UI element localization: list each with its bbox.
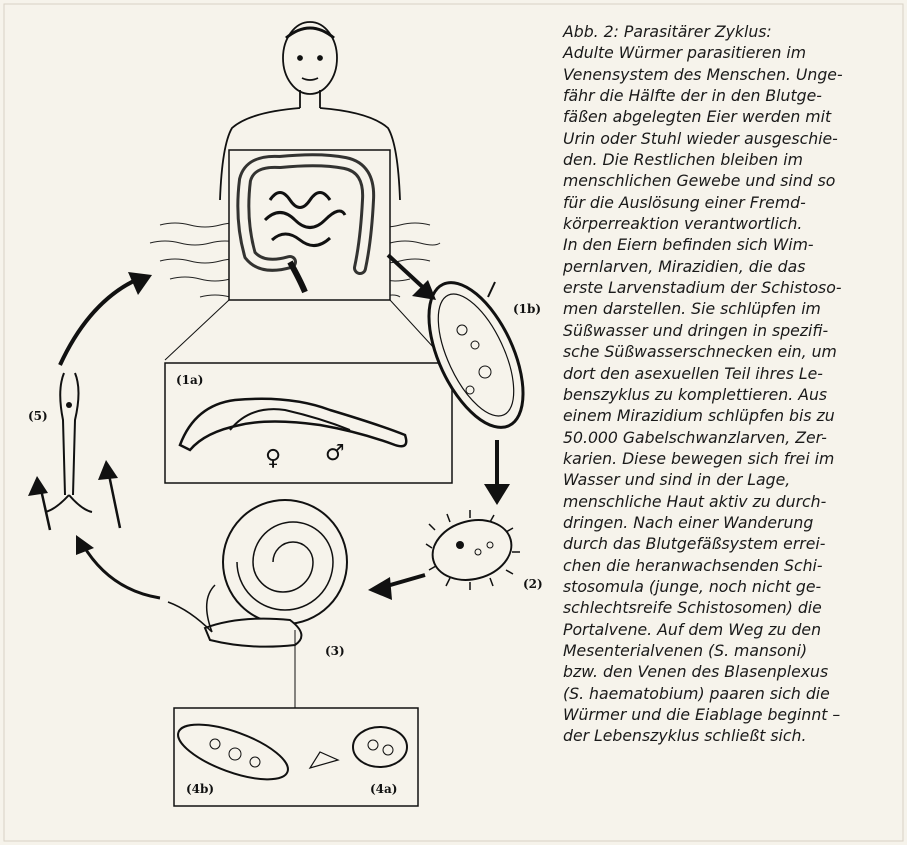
caption-line: Abb. 2: Parasitärer Zyklus: — [563, 21, 901, 42]
caption-line: schlechtsreife Schistosomen) die — [563, 597, 901, 618]
caption-line: menschliche Haut aktiv zu durch- — [563, 491, 901, 512]
label-4a: (4a) — [370, 782, 397, 796]
caption-line: In den Eiern befinden sich Wim- — [563, 234, 901, 255]
arrow-to-cercaria — [83, 545, 160, 598]
caption-line: Mesenterialvenen (S. mansoni) — [563, 640, 901, 661]
caption-line: 50.000 Gabelschwanzlarven, Zer- — [563, 427, 901, 448]
figure-caption: Abb. 2: Parasitärer Zyklus: Adulte Würme… — [563, 21, 901, 747]
caption-line: (S. haematobium) paaren sich die — [563, 683, 901, 704]
caption-line: dringen. Nach einer Wanderung — [563, 512, 901, 533]
caption-line: fähr die Hälfte der in den Blutge- — [563, 85, 901, 106]
intestine-panel — [229, 150, 390, 300]
caption-line: für die Auslösung einer Fremd- — [563, 192, 901, 213]
caption-line: menschlichen Gewebe und sind so — [563, 170, 901, 191]
caption-line: sche Süßwasserschnecken ein, um — [563, 341, 901, 362]
caption-line: dort den asexuellen Teil ihres Le- — [563, 363, 901, 384]
inset-1a-adult-worms: (1a) ♀ ♂ — [165, 363, 452, 483]
caption-line: stosomula (junge, noch nicht ge- — [563, 576, 901, 597]
caption-line: Würmer und die Eiablage beginnt – — [563, 704, 901, 725]
label-3: (3) — [325, 644, 345, 658]
caption-line: bzw. den Venen des Blasenplexus — [563, 661, 901, 682]
label-4b: (4b) — [186, 782, 214, 796]
caption-line: körperreaktion verantwortlich. — [563, 213, 901, 234]
snail-3: (3) — [168, 500, 347, 708]
label-1a: (1a) — [176, 373, 203, 387]
caption-line: pernlarven, Mirazidien, die das — [563, 256, 901, 277]
caption-line: fäßen abgelegten Eier werden mit — [563, 106, 901, 127]
inset-4-sporocysts: (4b) (4a) — [172, 708, 418, 806]
caption-line: chen die heranwachsenden Schi- — [563, 555, 901, 576]
label-1b: (1b) — [513, 302, 541, 316]
caption-line: Urin oder Stuhl wieder ausgeschie- — [563, 128, 901, 149]
caption-line: durch das Blutgefäßsystem errei- — [563, 533, 901, 554]
caption-line: benszyklus zu komplettieren. Aus — [563, 384, 901, 405]
female-symbol: ♀ — [265, 446, 281, 471]
inset-1a-connectors — [165, 300, 445, 360]
arrow-to-human — [60, 278, 140, 365]
label-2: (2) — [523, 577, 543, 591]
caption-line: den. Die Restlichen bleiben im — [563, 149, 901, 170]
caption-line: Wasser und sind in der Lage, — [563, 469, 901, 490]
male-symbol: ♂ — [325, 441, 345, 466]
label-5: (5) — [28, 409, 48, 423]
caption-line: Süßwasser und dringen in spezifi- — [563, 320, 901, 341]
caption-line: Adulte Würmer parasitieren im — [563, 42, 901, 63]
caption-line: Venensystem des Menschen. Unge- — [563, 64, 901, 85]
miracidium-2: (2) — [426, 510, 543, 591]
caption-line: erste Larvenstadium der Schistoso- — [563, 277, 901, 298]
caption-line: Portalvene. Auf dem Weg zu den — [563, 619, 901, 640]
caption-line: karien. Diese bewegen sich frei im — [563, 448, 901, 469]
caption-line: men darstellen. Sie schlüpfen im — [563, 298, 901, 319]
caption-line: einem Mirazidium schlüpfen bis zu — [563, 405, 901, 426]
caption-line: der Lebenszyklus schließt sich. — [563, 725, 901, 746]
